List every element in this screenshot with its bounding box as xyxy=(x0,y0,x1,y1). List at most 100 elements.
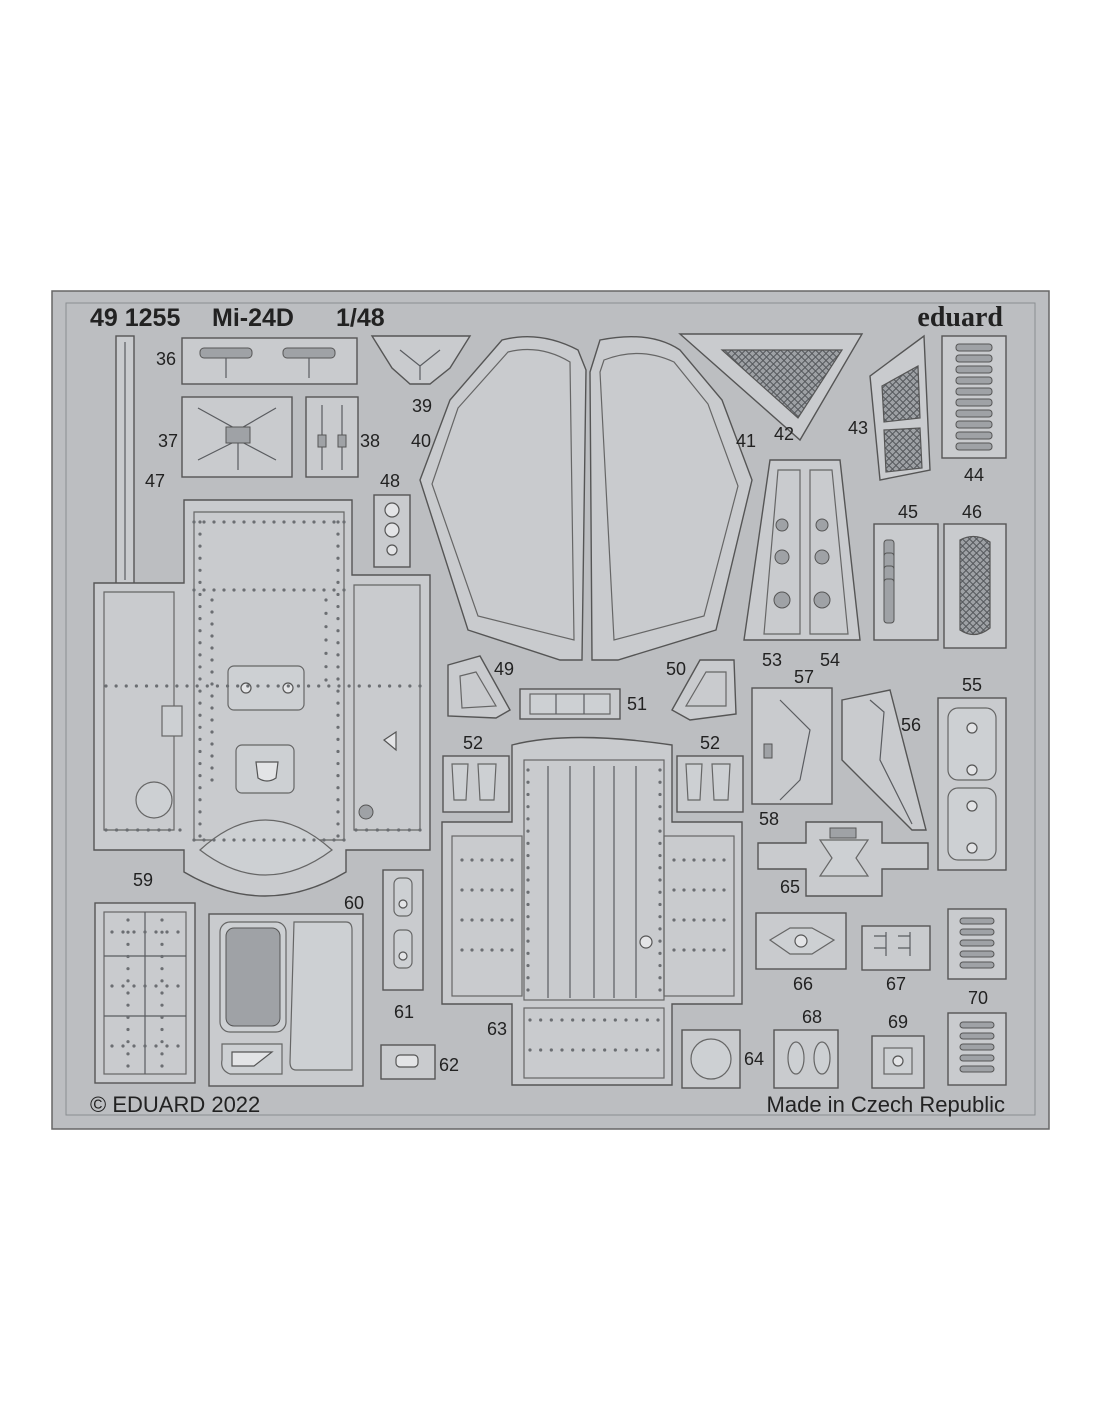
part-67 xyxy=(861,925,931,971)
rivet xyxy=(160,1015,164,1019)
vent-slot xyxy=(955,442,993,451)
part-51 xyxy=(519,688,621,720)
label-58: 58 xyxy=(759,809,779,829)
rivet xyxy=(398,684,402,688)
rivet xyxy=(198,725,202,729)
rivet xyxy=(592,1018,596,1022)
rivet xyxy=(232,520,236,524)
vent-slot xyxy=(955,387,993,396)
rivet xyxy=(460,948,464,952)
label-60: 60 xyxy=(344,893,364,913)
rivet xyxy=(144,684,149,688)
rivet xyxy=(198,556,202,560)
rivet xyxy=(246,684,250,688)
part-53-54 xyxy=(743,459,861,641)
rivet xyxy=(312,838,316,842)
rivet xyxy=(154,930,158,934)
fret-inner-border xyxy=(65,302,1036,1116)
rivet xyxy=(336,834,340,838)
rivet xyxy=(262,588,266,592)
rivet xyxy=(160,967,164,971)
rivet xyxy=(624,1018,628,1022)
rivet xyxy=(526,939,530,943)
rivet xyxy=(712,858,716,862)
rivet xyxy=(658,915,662,919)
rivet xyxy=(645,1048,649,1052)
rivet xyxy=(682,948,686,952)
rivet xyxy=(470,948,474,952)
rivet xyxy=(198,629,202,633)
rivet xyxy=(526,768,530,772)
rivet xyxy=(143,930,147,934)
rivet xyxy=(388,684,392,688)
rivet xyxy=(210,670,214,674)
rivet xyxy=(198,568,202,572)
rivet xyxy=(198,592,202,597)
rivet xyxy=(302,520,306,524)
part-66 xyxy=(755,912,847,970)
rivet xyxy=(336,761,340,766)
label-70: 70 xyxy=(968,988,988,1008)
rivet xyxy=(126,942,130,946)
rivet xyxy=(635,1048,639,1052)
rivet xyxy=(198,689,202,693)
vent-slot xyxy=(959,917,995,925)
rivet xyxy=(613,1048,617,1052)
rivet xyxy=(296,684,301,688)
rivet xyxy=(480,918,484,922)
rivet xyxy=(658,817,662,821)
brand-logo: eduard xyxy=(917,302,1003,333)
vent-slot xyxy=(955,343,993,352)
rivet xyxy=(528,1018,532,1022)
rivet xyxy=(603,1048,607,1052)
rivet xyxy=(658,866,662,870)
rivet xyxy=(336,604,340,609)
rivet xyxy=(212,588,216,592)
rivet xyxy=(526,829,530,833)
rivet xyxy=(322,838,326,842)
rivet xyxy=(658,951,662,955)
rivet xyxy=(121,930,125,934)
rivet xyxy=(198,749,202,754)
rivet xyxy=(160,979,164,983)
vent-slot xyxy=(959,1021,995,1029)
rivet xyxy=(212,838,216,842)
rivet xyxy=(460,918,464,922)
rivet xyxy=(160,1040,164,1044)
rivet xyxy=(336,701,340,705)
part-41 xyxy=(589,336,753,661)
rivet xyxy=(526,890,530,894)
rivet xyxy=(480,888,484,892)
rivet xyxy=(470,888,474,892)
rivet xyxy=(121,1044,125,1048)
rivet xyxy=(232,588,236,592)
rivet xyxy=(490,918,494,922)
label-40: 40 xyxy=(411,431,431,451)
rivet xyxy=(202,838,206,842)
rivet xyxy=(336,568,340,572)
rivet xyxy=(155,684,159,688)
rivet xyxy=(354,828,358,832)
rivet xyxy=(342,520,346,524)
rivet xyxy=(110,930,114,934)
part-70-lower xyxy=(947,1012,1007,1086)
part-48 xyxy=(373,494,411,568)
rivet xyxy=(252,838,256,842)
rivet xyxy=(126,1015,130,1019)
part-37 xyxy=(181,396,293,478)
rivet xyxy=(175,684,179,688)
rivet xyxy=(460,888,464,892)
label-44: 44 xyxy=(964,465,984,485)
rivet xyxy=(418,828,422,832)
rivet xyxy=(272,520,276,524)
rivet xyxy=(386,828,390,832)
part-65 xyxy=(757,821,929,897)
vent-slot xyxy=(959,1032,995,1040)
part-69 xyxy=(871,1035,925,1089)
rivet xyxy=(613,1018,617,1022)
rivet xyxy=(157,828,161,832)
rivet xyxy=(672,948,676,952)
rivet xyxy=(549,1018,553,1022)
rivet xyxy=(165,684,169,688)
